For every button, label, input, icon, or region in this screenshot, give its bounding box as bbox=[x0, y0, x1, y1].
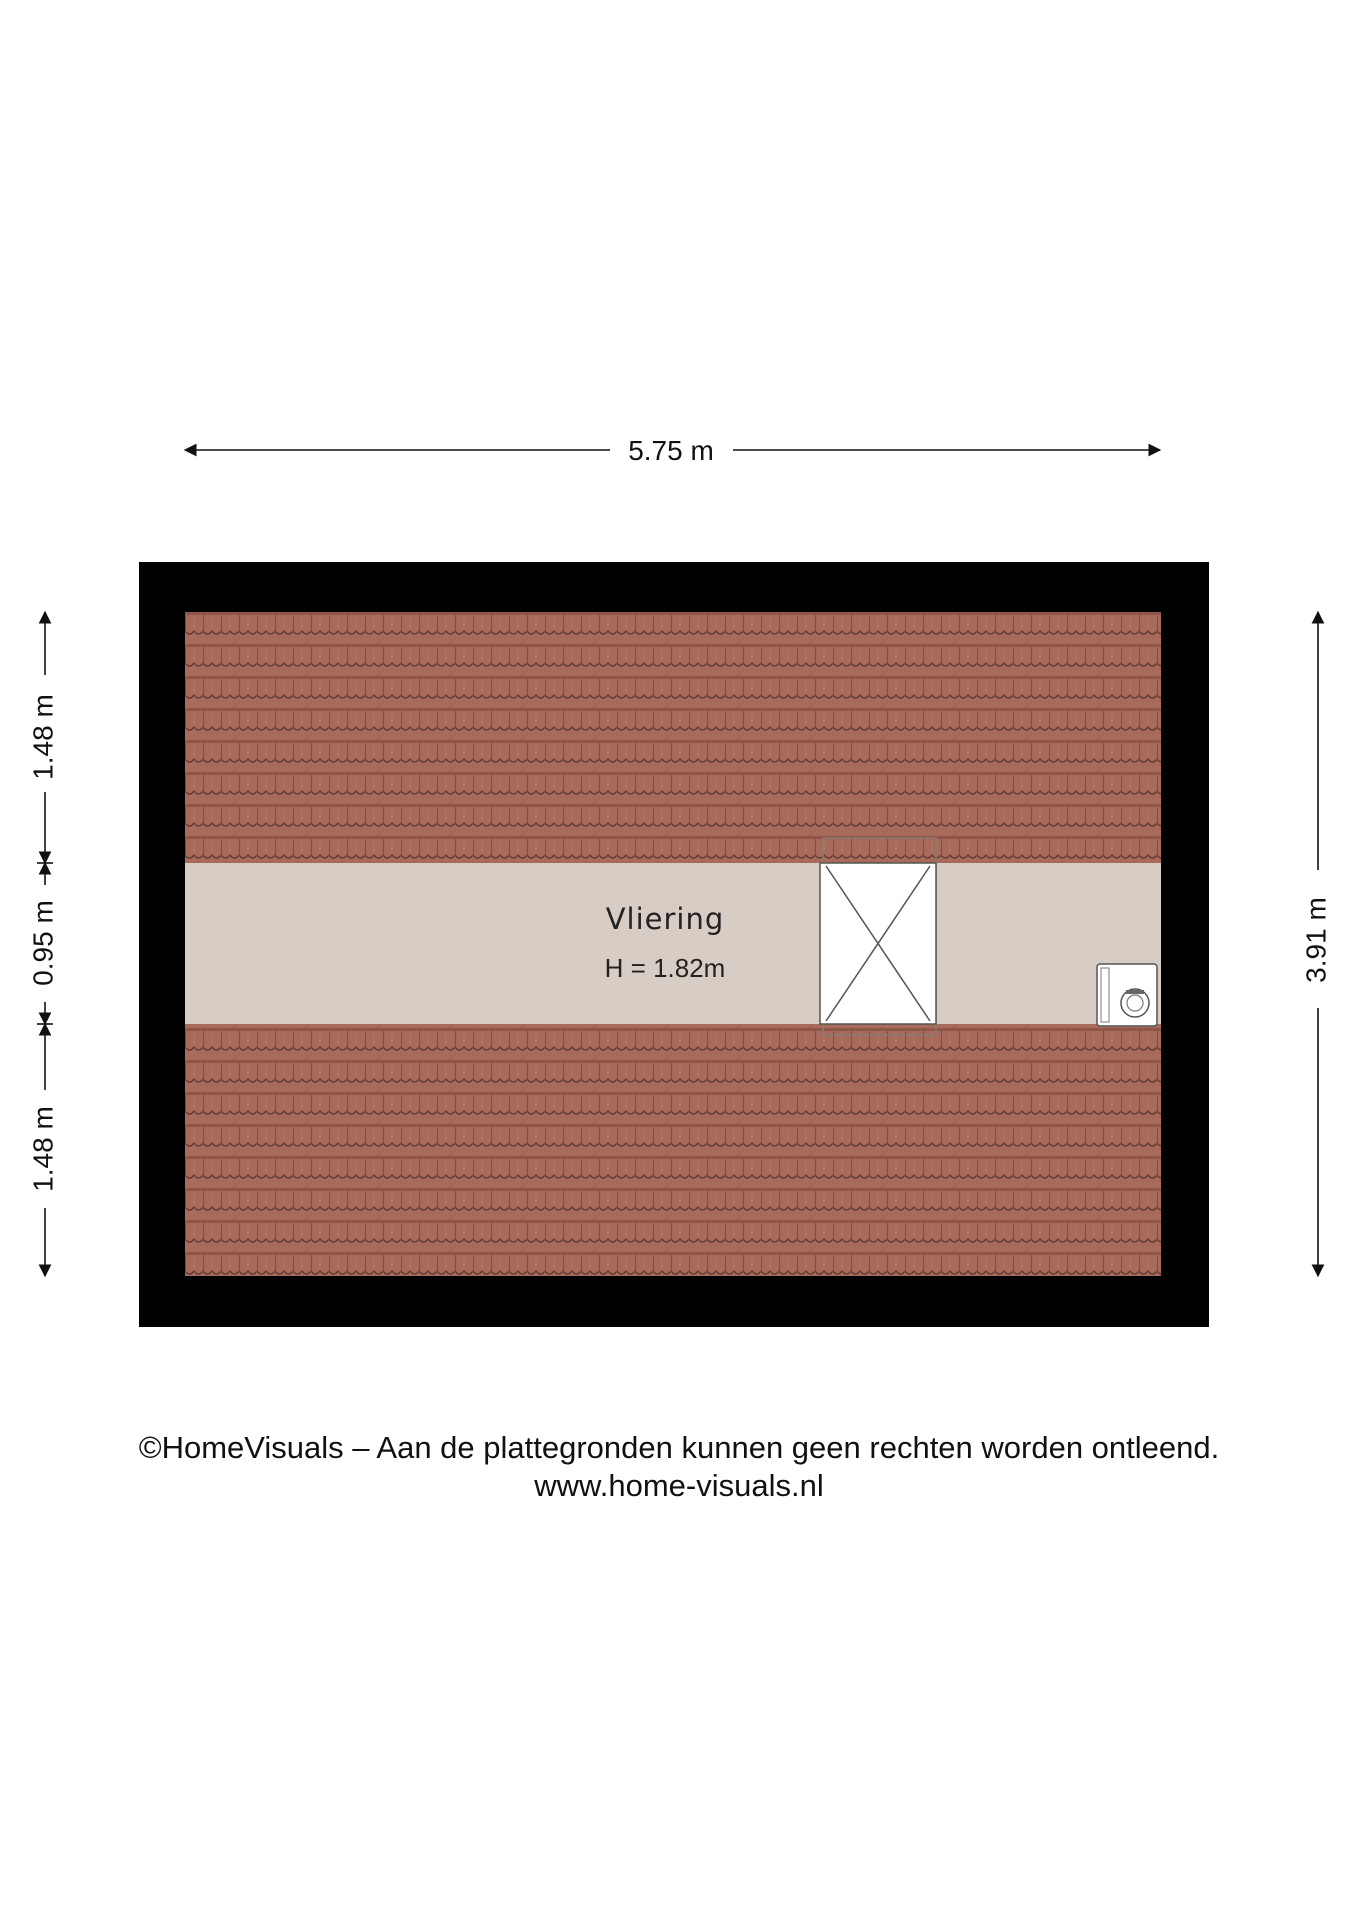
dimension-width: 5.75 m bbox=[183, 435, 1162, 466]
boiler-icon bbox=[1096, 963, 1158, 1027]
dimension-width-label: 5.75 m bbox=[628, 435, 714, 466]
dimension-depth-label: 3.91 m bbox=[1300, 897, 1331, 983]
room-height: H = 1.82m bbox=[605, 953, 726, 983]
roof-hatch-icon bbox=[819, 837, 937, 1036]
dimension-depth: 3.91 m bbox=[1300, 610, 1331, 1278]
dimension-left-segments: 1.48 m 0.95 m 1.48 m bbox=[27, 610, 58, 1278]
dimension-left-middle-label: 0.95 m bbox=[27, 900, 58, 986]
footer-website: www.home-visuals.nl bbox=[534, 1468, 824, 1503]
dimension-left-upper-label: 1.48 m bbox=[27, 694, 58, 780]
attic-floor bbox=[185, 863, 1161, 1024]
room-name: Vliering bbox=[606, 902, 725, 936]
roof-tiles-upper bbox=[185, 612, 1161, 863]
dimension-left-lower-label: 1.48 m bbox=[27, 1106, 58, 1192]
roof-tiles-lower bbox=[185, 1024, 1161, 1276]
footer-copyright: ©HomeVisuals – Aan de plattegronden kunn… bbox=[138, 1430, 1220, 1465]
